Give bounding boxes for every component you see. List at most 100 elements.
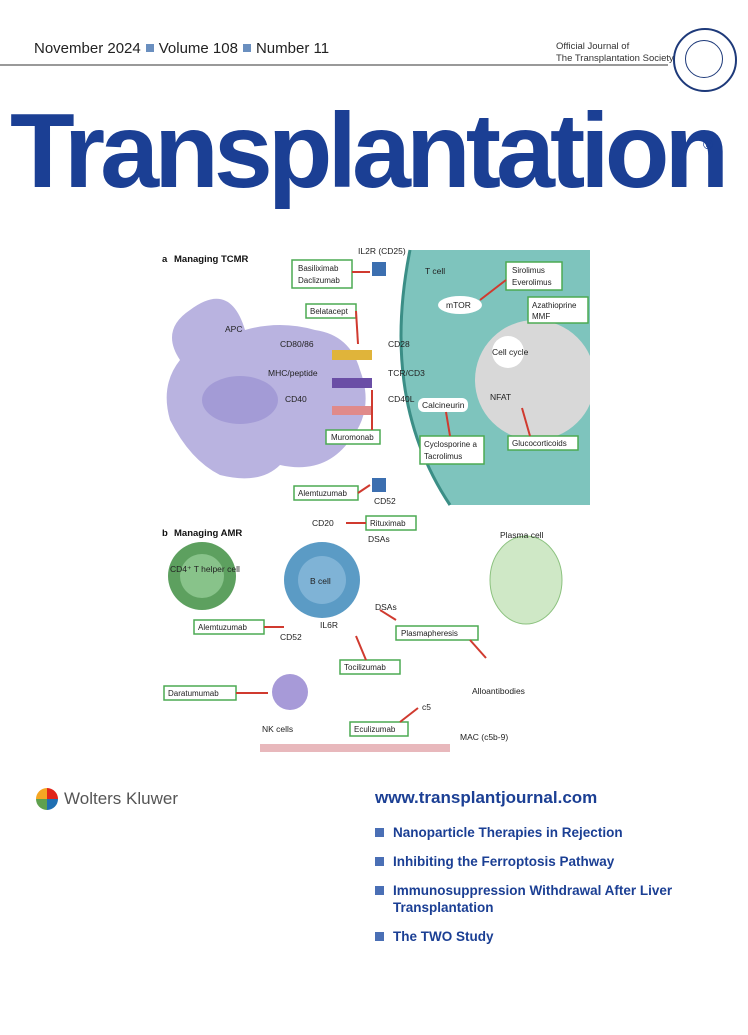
svg-text:Daratumumab: Daratumumab xyxy=(168,689,219,698)
official-journal-note: Official Journal of The Transplantation … xyxy=(556,41,674,65)
header-rule xyxy=(0,64,668,66)
svg-text:Basiliximab: Basiliximab xyxy=(298,264,339,273)
svg-text:Daclizumab: Daclizumab xyxy=(298,276,340,285)
drug-box-basiliximab: Basiliximab Daclizumab xyxy=(291,259,353,289)
endothelium-shape xyxy=(260,744,450,752)
drug-box-glucocorticoids: Glucocorticoids xyxy=(507,435,579,451)
nfat-label: NFAT xyxy=(490,392,511,402)
toc-item-title: Inhibiting the Ferroptosis Pathway xyxy=(393,854,615,869)
drug-box-alemtuzumab-b: Alemtuzumab xyxy=(193,619,265,635)
journal-title: Transplantation xyxy=(10,92,729,210)
t-cell-membrane xyxy=(399,249,452,506)
publisher-name: Wolters Kluwer xyxy=(64,789,178,808)
mtor-label: mTOR xyxy=(446,300,471,310)
panel-b-title: Managing AMR xyxy=(174,528,242,539)
b-cell-label: B cell xyxy=(310,576,331,586)
svg-text:Cyclosporine a: Cyclosporine a xyxy=(424,440,477,449)
separator-square-icon xyxy=(145,44,154,52)
drug-box-sirolimus: Sirolimus Everolimus xyxy=(505,261,563,291)
mac-label: MAC (c5b-9) xyxy=(460,732,508,742)
wolters-kluwer-logo-icon xyxy=(36,788,58,810)
bullet-square-icon xyxy=(375,932,384,941)
il6r-label: IL6R xyxy=(320,620,338,630)
dsas-1-label: DSAs xyxy=(368,534,390,544)
cd20-label: CD20 xyxy=(312,518,334,528)
dsas-2-label: DSAs xyxy=(375,602,397,612)
svg-text:Eculizumab: Eculizumab xyxy=(354,725,396,734)
svg-text:Tacrolimus: Tacrolimus xyxy=(424,452,462,461)
registered-mark: ® xyxy=(703,136,714,152)
svg-text:Alemtuzumab: Alemtuzumab xyxy=(198,623,247,632)
panel-b-letter: b xyxy=(162,528,168,539)
cd4-label: CD4⁺ T helper cell xyxy=(170,564,240,574)
panel-a-letter: a xyxy=(162,254,168,265)
bullet-square-icon xyxy=(375,857,384,866)
nk-cells-label: NK cells xyxy=(262,724,293,734)
publisher-logo: Wolters Kluwer xyxy=(36,788,178,810)
c5-label: c5 xyxy=(422,702,431,712)
cd52-b-label: CD52 xyxy=(280,632,302,642)
drug-box-cyclosporine: Cyclosporine a Tacrolimus xyxy=(419,435,485,465)
cover-contents-list: Nanoparticle Therapies in Rejection Inhi… xyxy=(375,824,735,957)
toc-item-title: Immunosuppression Withdrawal After Liver… xyxy=(393,883,673,915)
toc-item: The TWO Study xyxy=(375,928,735,945)
journal-website-link[interactable]: www.transplantjournal.com xyxy=(375,788,598,807)
receptor-mark xyxy=(372,262,386,276)
svg-text:Belatacept: Belatacept xyxy=(310,307,349,316)
nucleus-shape xyxy=(475,320,590,440)
issue-line: November 2024 Volume 108 Number 11 xyxy=(34,40,329,57)
issue-number: Number 11 xyxy=(255,40,330,57)
toc-item: Nanoparticle Therapies in Rejection xyxy=(375,824,735,841)
receptor-mark xyxy=(332,406,372,415)
il2r-label: IL2R (CD25) xyxy=(358,246,406,256)
apc-label: APC xyxy=(225,324,242,334)
plasma-cell-shape xyxy=(489,535,563,625)
toc-item-title: The TWO Study xyxy=(393,929,494,944)
cover-figure: a Managing TCMR APC T cell mTOR Cell cyc… xyxy=(162,246,590,752)
svg-text:Plasmapheresis: Plasmapheresis xyxy=(401,629,458,638)
svg-text:Azathioprine: Azathioprine xyxy=(532,301,577,310)
issue-date: November 2024 xyxy=(34,40,141,57)
mhc-label: MHC/peptide xyxy=(268,368,318,378)
drug-box-azathioprine: Azathioprine MMF xyxy=(527,296,589,324)
cell-cycle-label: Cell cycle xyxy=(492,347,529,357)
cd80-86-label: CD80/86 xyxy=(280,339,314,349)
apc-nucleus xyxy=(202,376,278,424)
t-cell-label: T cell xyxy=(425,266,445,276)
issue-volume: Volume 108 xyxy=(158,40,238,57)
drug-box-alemtuzumab-a: Alemtuzumab xyxy=(293,485,359,501)
calcineurin-label: Calcineurin xyxy=(422,400,465,410)
drug-box-plasmapheresis: Plasmapheresis xyxy=(395,625,479,641)
drug-box-belatacept: Belatacept xyxy=(305,303,357,319)
cd40-label: CD40 xyxy=(285,394,307,404)
separator-square-icon xyxy=(242,44,251,52)
receptor-mark xyxy=(332,350,372,360)
svg-text:Rituximab: Rituximab xyxy=(370,519,406,528)
toc-item-title: Nanoparticle Therapies in Rejection xyxy=(393,825,623,840)
plasma-cell-label: Plasma cell xyxy=(500,530,544,540)
bullet-square-icon xyxy=(375,886,384,895)
receptor-mark xyxy=(332,378,372,388)
cd28-label: CD28 xyxy=(388,339,410,349)
drug-box-muromonab: Muromonab xyxy=(325,429,381,445)
official-line-1: Official Journal of xyxy=(556,41,630,52)
cd52-a-label: CD52 xyxy=(374,496,396,506)
drug-box-eculizumab: Eculizumab xyxy=(349,721,409,737)
panel-a-title: Managing TCMR xyxy=(174,254,249,265)
svg-text:Muromonab: Muromonab xyxy=(331,433,374,442)
nk-cell-shape xyxy=(272,674,308,710)
tcr-label: TCR/CD3 xyxy=(388,368,425,378)
svg-text:Tocilizumab: Tocilizumab xyxy=(344,663,386,672)
toc-item: Immunosuppression Withdrawal After Liver… xyxy=(375,882,735,916)
alloantibodies-label: Alloantibodies xyxy=(472,686,525,696)
drug-box-tocilizumab: Tocilizumab xyxy=(339,659,401,675)
drug-box-daratumumab: Daratumumab xyxy=(163,685,237,701)
svg-text:Sirolimus: Sirolimus xyxy=(512,266,545,275)
cd40l-label: CD40L xyxy=(388,394,415,404)
svg-text:Glucocorticoids: Glucocorticoids xyxy=(512,439,567,448)
svg-text:Alemtuzumab: Alemtuzumab xyxy=(298,489,347,498)
society-seal-icon xyxy=(673,28,737,92)
toc-item: Inhibiting the Ferroptosis Pathway xyxy=(375,853,735,870)
svg-text:Everolimus: Everolimus xyxy=(512,278,552,287)
bullet-square-icon xyxy=(375,828,384,837)
